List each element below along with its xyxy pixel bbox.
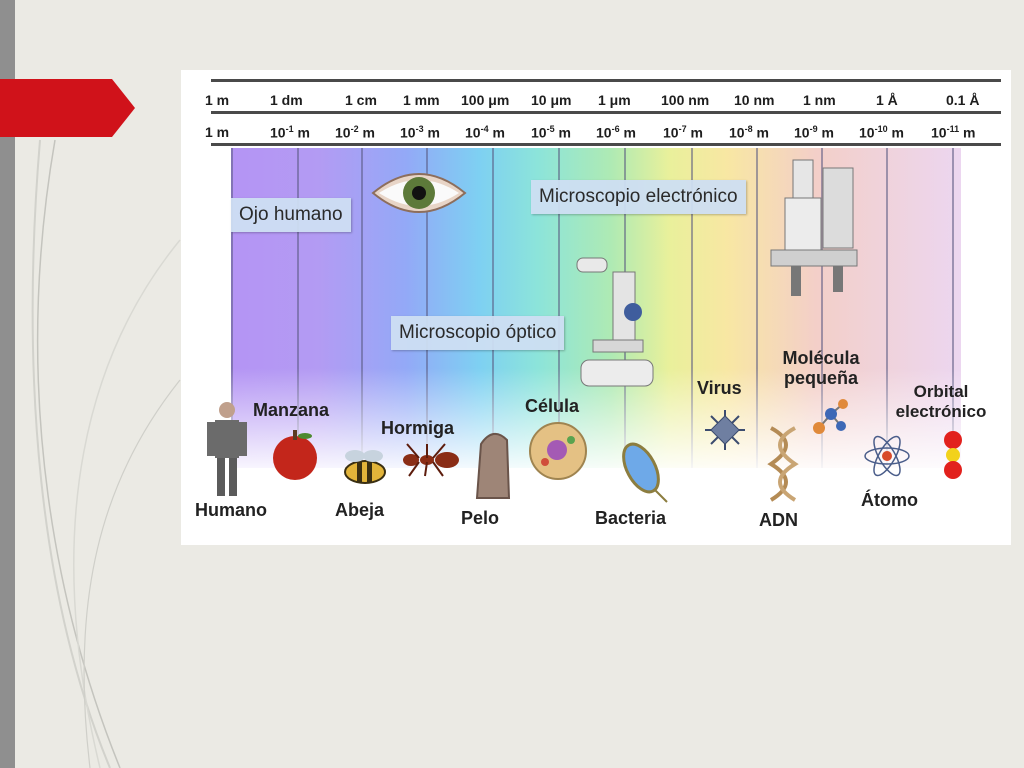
scale-bottom-label: 10-11 m [931, 124, 976, 141]
scale-top-label: 1 μm [598, 92, 631, 108]
label-humano: Humano [195, 500, 267, 520]
label-adn: ADN [759, 510, 798, 530]
scale-top-label: 1 dm [270, 92, 303, 108]
scale-bottom-label: 10-7 m [663, 124, 703, 141]
scale-bottom-label: 10-8 m [729, 124, 769, 141]
eye-icon [371, 173, 467, 213]
callout-microscopio-electronico: Microscopio electrónico [531, 180, 746, 214]
molecule-icon [813, 399, 848, 434]
label-bacteria: Bacteria [595, 508, 667, 528]
scale-bottom-label: 10-4 m [465, 124, 505, 141]
scale-top-label: 100 μm [461, 92, 510, 108]
scale-rule-bottom [211, 143, 1001, 146]
virus-icon [705, 410, 745, 450]
ant-icon [403, 443, 459, 477]
red-arrow-marker [0, 79, 135, 137]
scale-top-label: 0.1 Å [946, 92, 980, 108]
dna-icon [767, 426, 799, 502]
label-hormiga: Hormiga [381, 418, 455, 438]
label-atomo: Átomo [861, 490, 918, 510]
grid-line [361, 148, 363, 468]
hair-icon [475, 433, 511, 499]
scale-bottom-label: 10-6 m [596, 124, 636, 141]
scale-bottom-label: 10-1 m [270, 124, 310, 141]
orbital-icon [944, 431, 962, 479]
decorative-curves [31, 139, 181, 768]
apple-icon [273, 430, 317, 480]
scale-top-label: 10 μm [531, 92, 572, 108]
scale-rule-top [211, 79, 1001, 82]
grid-line [886, 148, 888, 468]
scale-bottom-label: 10-9 m [794, 124, 834, 141]
grid-line [492, 148, 494, 468]
atom-icon [864, 435, 910, 477]
scale-top-label: 1 m [205, 92, 230, 108]
label-manzana: Manzana [253, 400, 330, 420]
label-celula: Célula [525, 396, 580, 416]
scale-figure: 1 m 1 dm 1 cm 1 mm 100 μm 10 μm 1 μm 100… [181, 70, 1011, 545]
scale-bottom-label: 10-3 m [400, 124, 440, 141]
scale-top-label: 10 nm [734, 92, 775, 108]
optical-microscope-icon [576, 257, 654, 387]
bee-icon [344, 450, 386, 484]
scale-bottom-label: 10-5 m [531, 124, 571, 141]
label-virus: Virus [697, 378, 742, 398]
grid-line [426, 148, 428, 468]
grid-line [821, 148, 823, 468]
bacteria-icon [622, 442, 668, 503]
human-icon [207, 402, 247, 496]
grid-line [952, 148, 954, 468]
grid-line [297, 148, 299, 468]
scale-top-label: 1 Å [876, 92, 898, 108]
scale-bottom-label: 10-10 m [859, 124, 904, 141]
scale-top-label: 1 cm [345, 92, 377, 108]
scale-top-label: 1 nm [803, 92, 836, 108]
scale-top-label: 1 mm [403, 92, 440, 108]
grid-line [691, 148, 693, 468]
cell-icon [529, 422, 587, 480]
grid-line [231, 148, 233, 468]
scale-bottom-label: 1 m [205, 124, 230, 140]
callout-ojo-humano: Ojo humano [231, 198, 351, 232]
callout-microscopio-optico: Microscopio óptico [391, 316, 565, 350]
scale-top-label: 100 nm [661, 92, 710, 108]
scale-bottom-label: 10-2 m [335, 124, 375, 141]
electron-microscope-icon [770, 159, 858, 296]
label-pelo: Pelo [461, 508, 500, 528]
label-abeja: Abeja [335, 500, 385, 520]
grid-line [558, 148, 560, 468]
left-sidebar-bar [0, 0, 15, 768]
scale-rule-middle [211, 111, 1001, 114]
grid-line [756, 148, 758, 468]
